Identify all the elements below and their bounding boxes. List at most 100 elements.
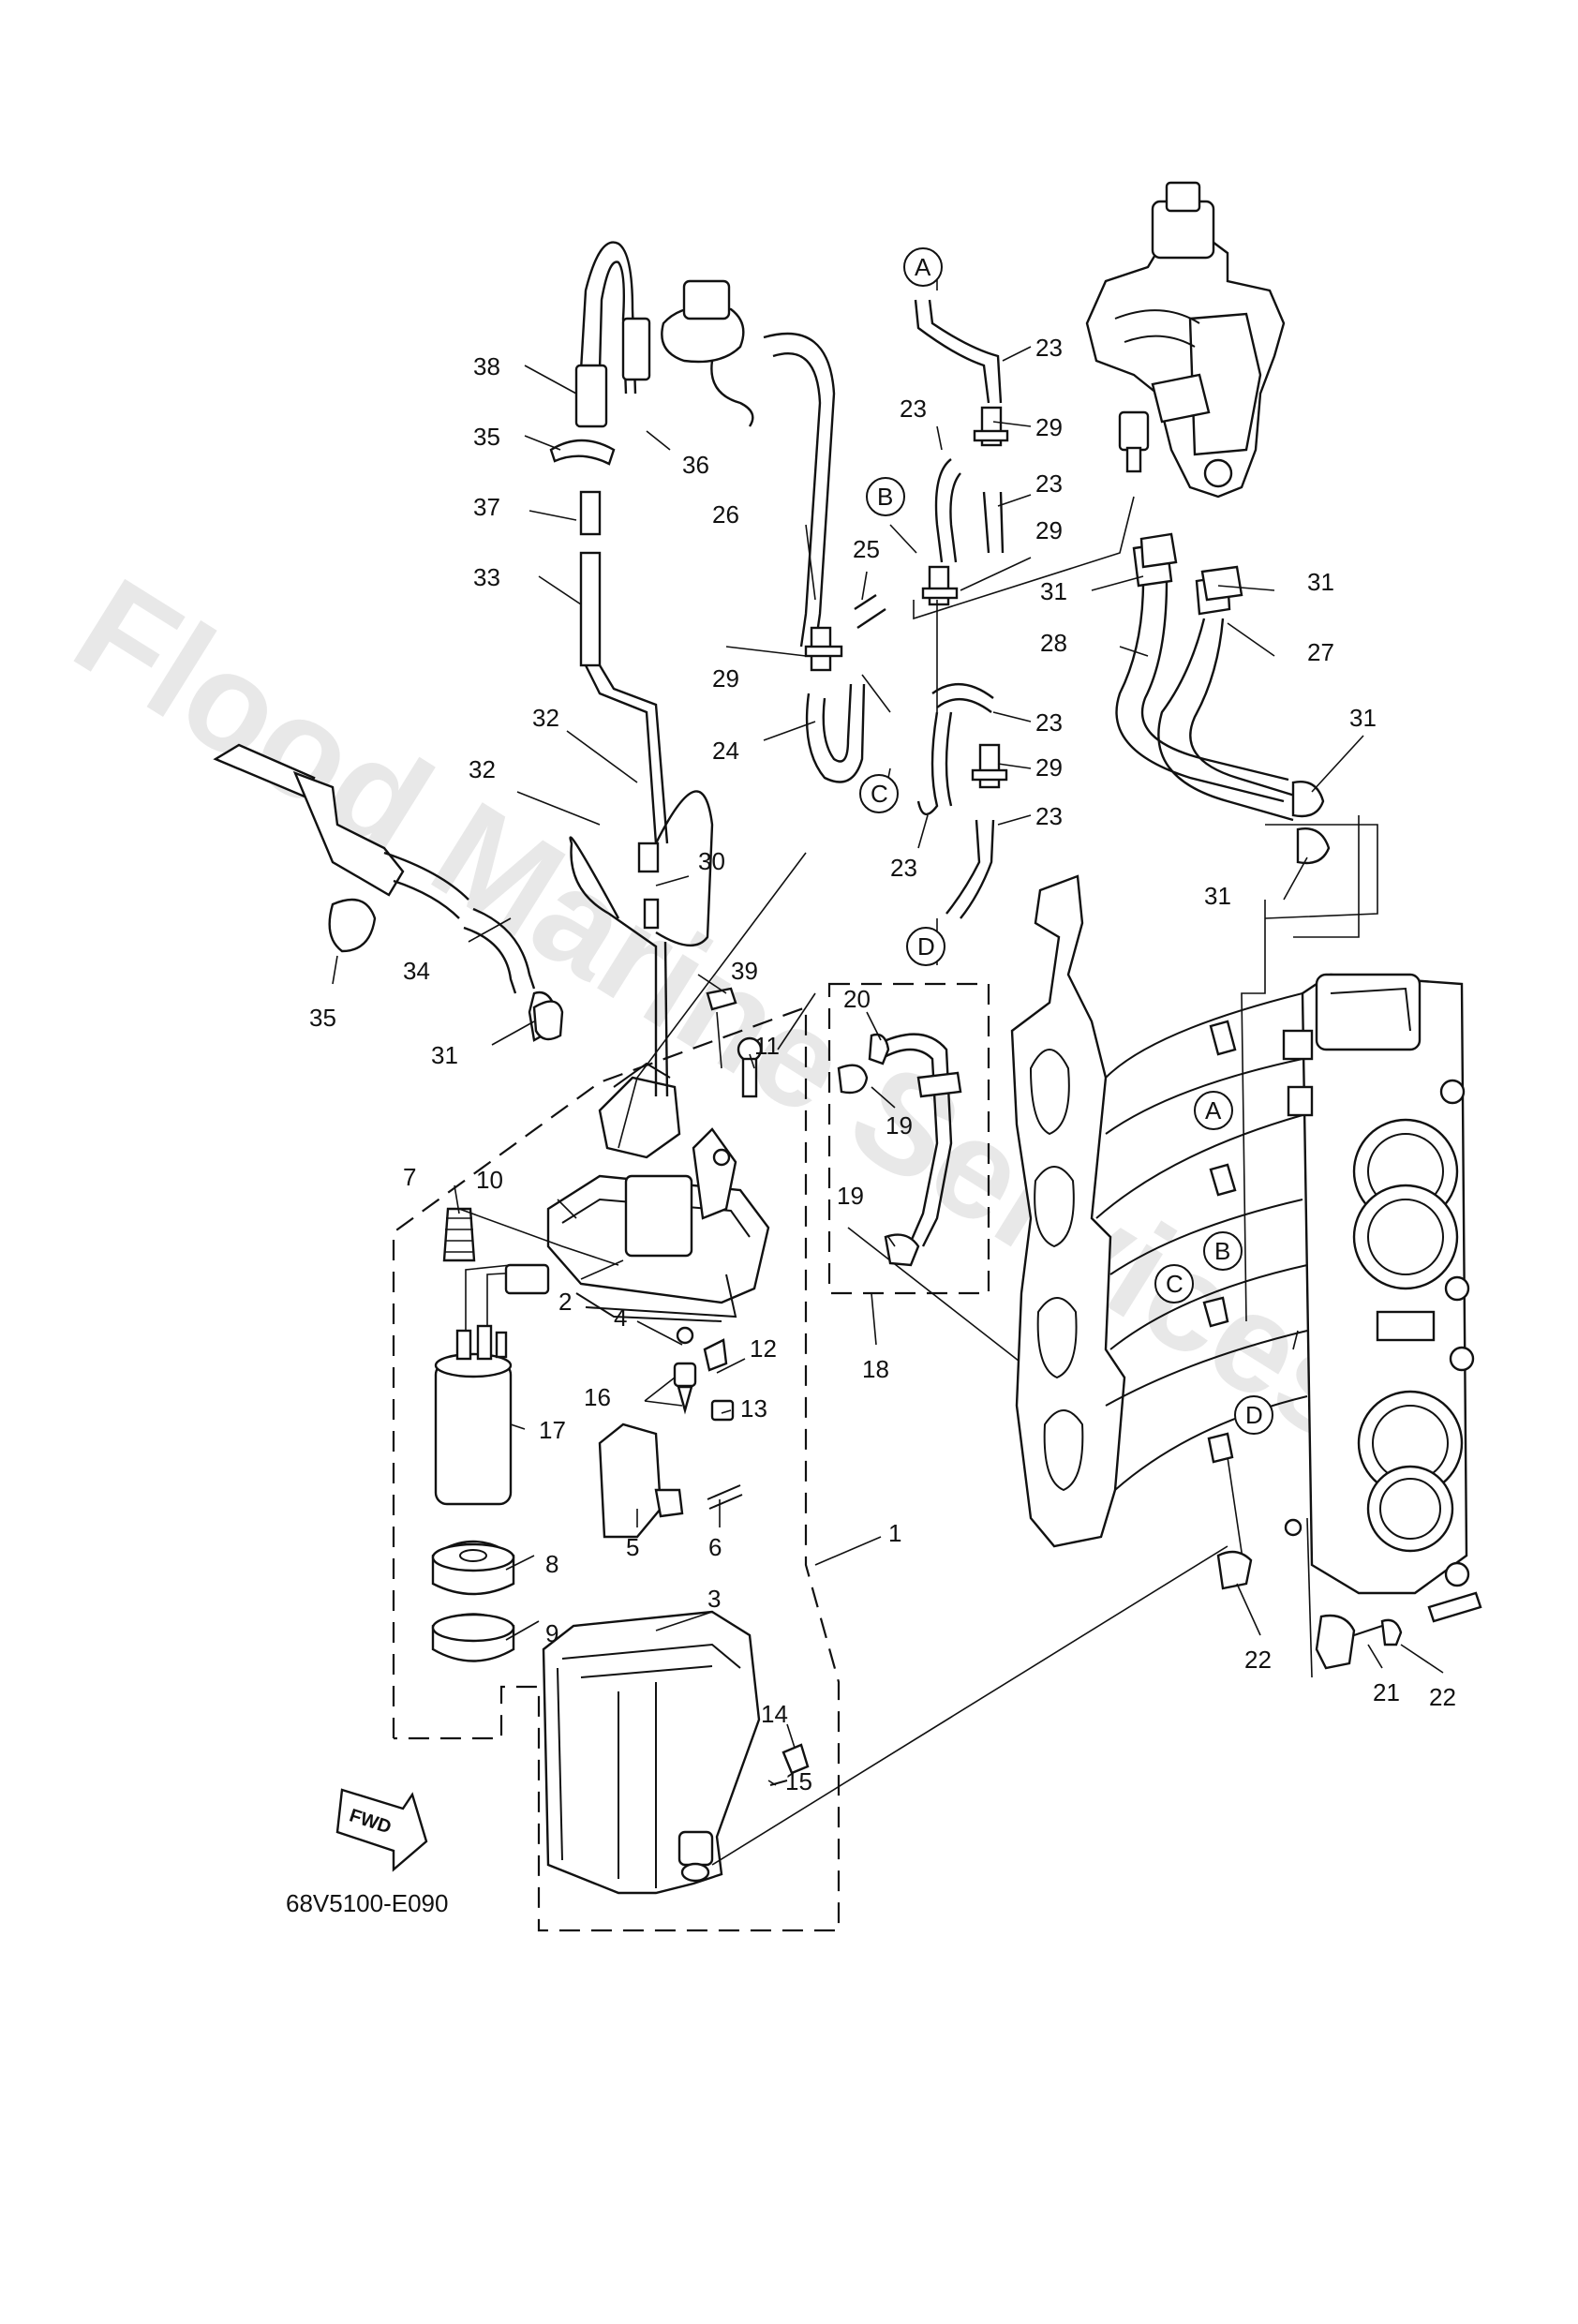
assembly-outline-hose-18	[827, 982, 990, 1295]
clips-31-right	[1139, 532, 1331, 865]
loop-hose-38	[549, 241, 651, 667]
callout-28: 28	[1040, 629, 1067, 657]
callout-23-d: 23	[1035, 708, 1063, 737]
callout-5: 5	[626, 1533, 639, 1561]
callout-23-e: 23	[890, 854, 917, 882]
callout-25: 25	[853, 535, 880, 563]
callout-10: 10	[476, 1166, 503, 1194]
callout-29-d: 29	[1035, 753, 1063, 782]
connector-letter: A	[915, 253, 931, 281]
connector-letter: C	[1166, 1270, 1184, 1298]
callout-23-a: 23	[1035, 334, 1063, 362]
small-fittings	[673, 987, 810, 1786]
callout-1: 1	[888, 1519, 901, 1547]
clips-19	[837, 1064, 920, 1267]
callout-21: 21	[1373, 1678, 1400, 1706]
callout-31-a: 31	[1040, 577, 1067, 605]
callout-24: 24	[712, 737, 739, 765]
connector-letter: C	[871, 780, 888, 808]
center-hoses	[804, 299, 1009, 919]
callout-leaders	[332, 346, 1444, 1786]
callout-23-b: 23	[900, 395, 927, 423]
intake-manifold	[1010, 874, 1308, 1548]
injector-valve-assembly	[1085, 181, 1286, 499]
throttle-body-assembly	[1282, 973, 1475, 1595]
callout-32-a: 32	[532, 704, 559, 732]
callout-37: 37	[473, 493, 500, 521]
callout-39: 39	[731, 957, 758, 985]
callout-35-bottom: 35	[309, 1004, 336, 1032]
callout-6: 6	[708, 1533, 722, 1561]
cover-gasket	[575, 1274, 737, 1322]
connector-marker-d-top: D	[906, 927, 945, 966]
callout-8: 8	[545, 1550, 558, 1578]
callout-23-c: 23	[1035, 469, 1063, 498]
callout-31-d: 31	[1204, 882, 1231, 910]
pump-band-clip	[431, 1613, 515, 1662]
callout-33: 33	[473, 563, 500, 591]
callout-22-left: 22	[1244, 1646, 1272, 1674]
callout-19-upper: 19	[886, 1111, 913, 1140]
pressure-regulator	[661, 279, 754, 427]
connector-letter: A	[1205, 1096, 1222, 1125]
callout-26: 26	[712, 500, 739, 529]
manifold-fittings	[1202, 1020, 1482, 1670]
callout-31-e: 31	[431, 1041, 458, 1069]
callout-30: 30	[698, 847, 725, 875]
connector-letter: D	[1245, 1401, 1263, 1429]
fwd-arrow: FWD	[335, 1788, 428, 1872]
callout-27: 27	[1307, 638, 1334, 666]
callout-12: 12	[750, 1334, 777, 1363]
connector-letter: D	[917, 932, 935, 961]
connector-letter: B	[877, 483, 893, 511]
callout-17: 17	[539, 1416, 566, 1444]
connector-letter: B	[1214, 1237, 1230, 1265]
callout-23-f: 23	[1035, 802, 1063, 830]
pump-filter-strainer	[431, 1540, 515, 1596]
connector-marker-d-manifold: D	[1234, 1395, 1273, 1435]
callout-15: 15	[785, 1767, 812, 1795]
hose-20	[868, 1033, 962, 1247]
hose-26	[763, 332, 836, 648]
connector-marker-b-top: B	[866, 477, 905, 516]
electric-fuel-pump	[434, 1263, 550, 1506]
callout-4: 4	[614, 1304, 627, 1332]
callout-35-top: 35	[473, 423, 500, 451]
callout-32-b: 32	[469, 755, 496, 783]
connector-marker-a-top: A	[903, 247, 943, 287]
callout-31-c: 31	[1349, 704, 1377, 732]
callout-2: 2	[558, 1288, 572, 1316]
callout-14: 14	[761, 1700, 788, 1728]
callout-18: 18	[862, 1355, 889, 1383]
diagram-part-code: 68V5100-E090	[286, 1889, 448, 1917]
callout-7: 7	[403, 1163, 416, 1191]
callout-16: 16	[584, 1383, 611, 1411]
clip-31-left	[532, 1000, 564, 1041]
callout-19-lower: 19	[837, 1182, 864, 1210]
callout-29-c: 29	[712, 664, 739, 693]
callout-3: 3	[707, 1585, 721, 1613]
reference-lines	[458, 262, 1378, 1866]
connector-marker-c-top: C	[859, 774, 899, 813]
callout-38: 38	[473, 352, 500, 380]
callout-36: 36	[682, 451, 709, 479]
connector-marker-c-manifold: C	[1154, 1264, 1194, 1304]
callout-9: 9	[545, 1619, 558, 1647]
vapor-separator-tank	[542, 1610, 761, 1895]
callout-34: 34	[403, 957, 430, 985]
callout-31-b: 31	[1307, 568, 1334, 596]
spring-part-7	[442, 1207, 476, 1262]
hose-33-32-30	[569, 664, 714, 1097]
callout-13: 13	[740, 1394, 767, 1423]
callout-11: 11	[754, 1032, 780, 1060]
connector-marker-a-manifold: A	[1194, 1091, 1233, 1130]
assembly-outline-main	[392, 1006, 841, 1932]
callout-29-a: 29	[1035, 413, 1063, 441]
connector-marker-b-manifold: B	[1203, 1231, 1243, 1271]
filter-part-5	[598, 1423, 684, 1539]
callout-22-right: 22	[1429, 1683, 1456, 1711]
separator-cover	[546, 1062, 770, 1304]
callout-20: 20	[843, 985, 871, 1013]
